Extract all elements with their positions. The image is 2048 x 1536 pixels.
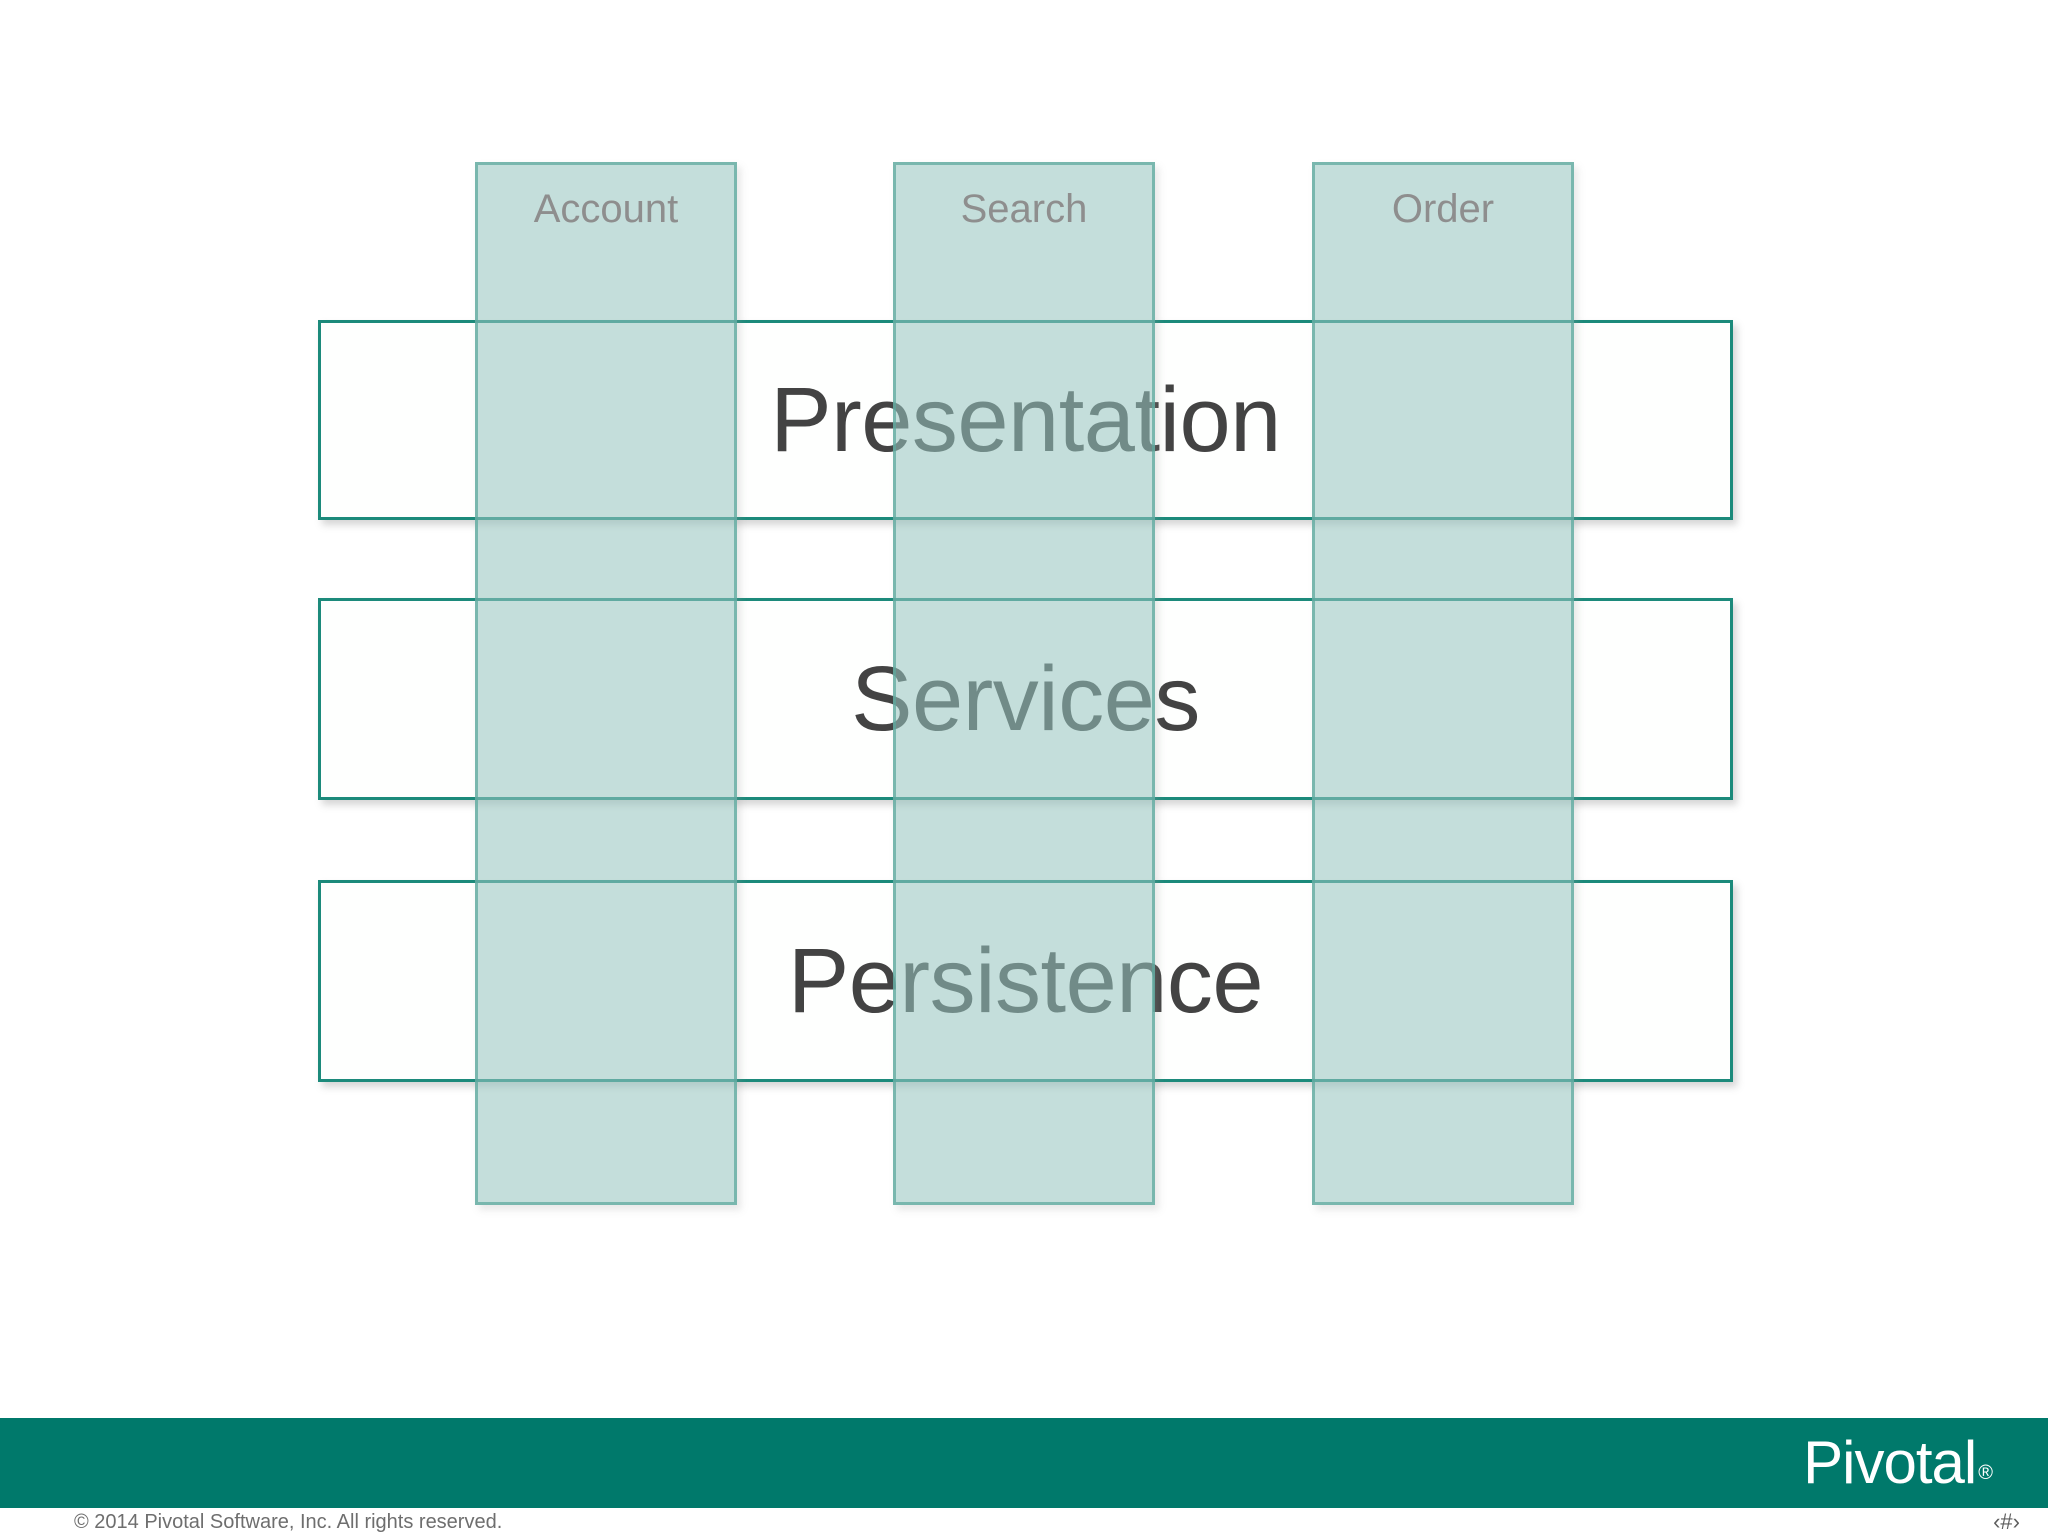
slide-footer: © 2014 Pivotal Software, Inc. All rights… [0,1508,2048,1536]
slide-number-placeholder: ‹#› [1993,1509,2020,1534]
architecture-matrix-diagram: Presentation Services Persistence Accoun… [318,162,1733,1205]
registered-trademark-icon: ® [1978,1462,1993,1484]
domain-column-account[interactable]: Account [475,162,737,1205]
domain-column-label: Account [533,187,679,231]
copyright-text: © 2014 Pivotal Software, Inc. All rights… [74,1511,503,1533]
domain-column-label: Search [960,187,1088,231]
domain-column-label: Order [1391,187,1495,231]
domain-column-order[interactable]: Order [1312,162,1574,1205]
pivotal-logo: Pivotal® [1803,1433,1993,1493]
pivotal-logo-wordmark: Pivotal [1803,1429,1977,1496]
brand-bar: Pivotal® [0,1418,2048,1508]
domain-column-search[interactable]: Search [893,162,1155,1205]
